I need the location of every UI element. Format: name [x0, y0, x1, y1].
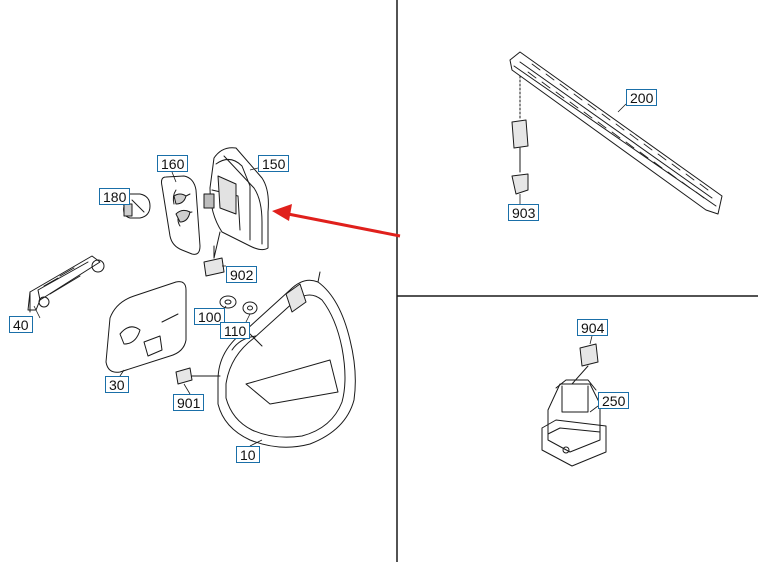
callout-110: 110	[220, 322, 251, 339]
part-100-washer	[219, 295, 237, 309]
callout-40: 40	[9, 316, 33, 333]
callout-902: 902	[226, 266, 258, 283]
part-160-gasket	[161, 175, 201, 255]
callout-250: 250	[598, 392, 630, 409]
callout-30: 30	[105, 376, 129, 393]
callout-904: 904	[577, 319, 609, 336]
callout-903: 903	[508, 204, 540, 221]
part-250-plate-lamp	[541, 379, 607, 467]
part-902-connector	[203, 245, 225, 277]
callout-901: 901	[173, 394, 205, 411]
callout-200: 200	[626, 89, 658, 106]
part-904-connector	[571, 343, 599, 385]
part-903-connector	[511, 119, 529, 195]
red-arrow	[272, 204, 401, 238]
callout-150: 150	[258, 155, 290, 172]
callout-180: 180	[99, 188, 131, 205]
part-10-tail-lamp	[217, 271, 356, 448]
part-110-nut	[242, 301, 258, 315]
part-150-lamp-housing	[203, 147, 269, 259]
part-30-cover	[105, 281, 187, 373]
callout-160: 160	[157, 155, 189, 172]
callout-100: 100	[194, 308, 226, 325]
part-40-bracket	[27, 255, 105, 313]
callout-10: 10	[236, 446, 260, 463]
part-200-brake-light	[509, 51, 723, 215]
part-901-connector	[175, 367, 221, 385]
